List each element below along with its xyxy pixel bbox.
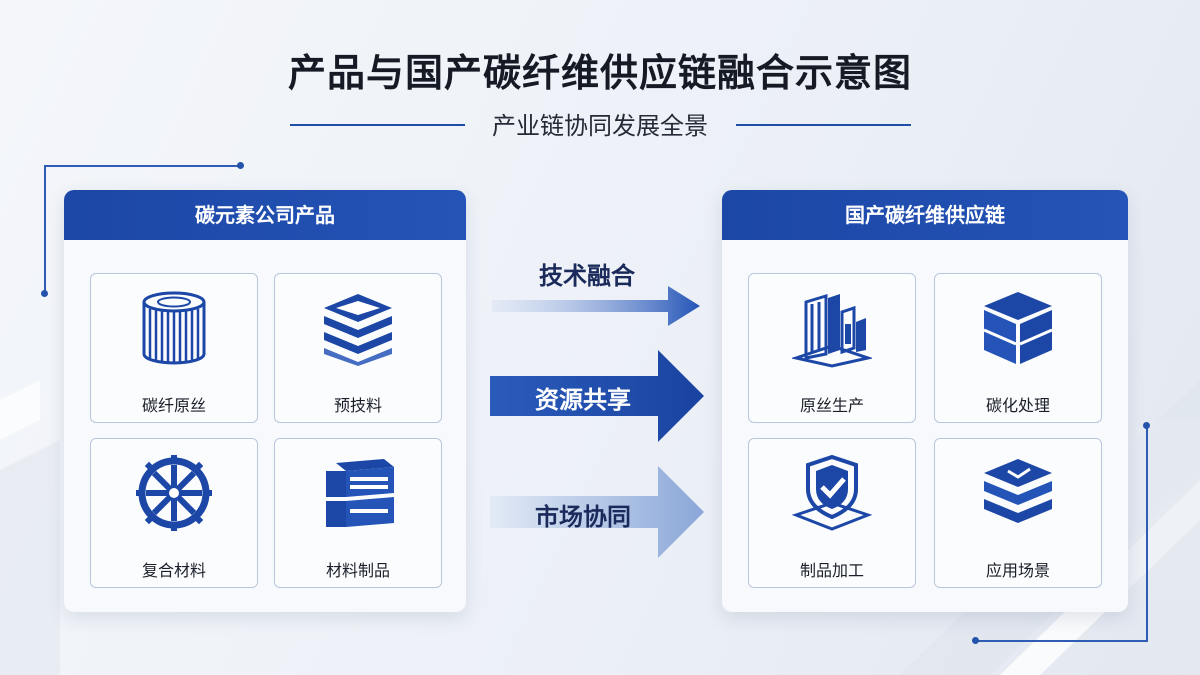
arrow-technology-fusion [492,286,700,326]
card-label: 碳纤原丝 [141,396,206,415]
card-label: 预技料 [333,396,382,415]
card-label: 原丝生产 [799,396,864,415]
card-application-scenarios: 应用场景 [934,438,1102,588]
subtitle-right-line [736,124,911,126]
card-label: 材料制品 [325,561,390,580]
deco-dot-left-top [237,162,244,169]
factory-building-icon [792,293,872,368]
cube-layers-icon [983,292,1053,364]
left-panel-header: 碳元素公司产品 [64,190,466,240]
deco-line-right-bottom [976,640,1148,642]
arrow-label-market-collaboration: 市场协同 [535,503,631,531]
right-panel-header: 国产碳纤维供应链 [722,190,1128,240]
arrow-label-technology-fusion: 技术融合 [539,262,635,290]
fiber-spool-icon [142,291,206,365]
right-panel: 国产碳纤维供应链 原丝生产 碳化处理 [722,190,1128,612]
card-label: 制品加工 [799,561,864,580]
deco-line-left-vertical [44,165,46,293]
card-composite-material: 复合材料 [90,438,258,588]
deco-line-right-vertical [1146,426,1148,640]
card-precursor-production: 原丝生产 [748,273,916,423]
card-carbon-fiber-precursor: 碳纤原丝 [90,273,258,423]
deco-dot-left-bottom [41,290,48,297]
arrow-resource-sharing [490,350,704,442]
subtitle-row: 产业链协同发展全景 [0,106,1200,142]
prepreg-stack-icon [324,294,392,366]
arrow-market-collaboration [490,466,704,558]
deco-dot-right-top [1143,422,1150,429]
card-label: 碳化处理 [985,396,1050,415]
card-label: 应用场景 [985,561,1050,580]
gear-wheel-icon [136,455,212,531]
card-material-products: 材料制品 [274,438,442,588]
left-panel: 碳元素公司产品 碳纤原丝 预技料 [64,190,466,612]
card-product-processing: 制品加工 [748,438,916,588]
subtitle: 产业链协同发展全景 [492,112,708,140]
page-title: 产品与国产碳纤维供应链融合示意图 [287,51,912,95]
product-box-icon [326,459,394,527]
arrow-label-resource-sharing: 资源共享 [535,386,631,414]
deco-line-left-top [44,165,240,167]
subtitle-left-line [290,124,465,126]
deco-dot-right-bottom [972,637,979,644]
shield-check-icon [792,454,872,531]
layered-stack-icon [984,459,1052,523]
card-prepreg: 预技料 [274,273,442,423]
card-label: 复合材料 [141,561,206,580]
card-carbonization: 碳化处理 [934,273,1102,423]
flow-arrows [490,286,704,558]
